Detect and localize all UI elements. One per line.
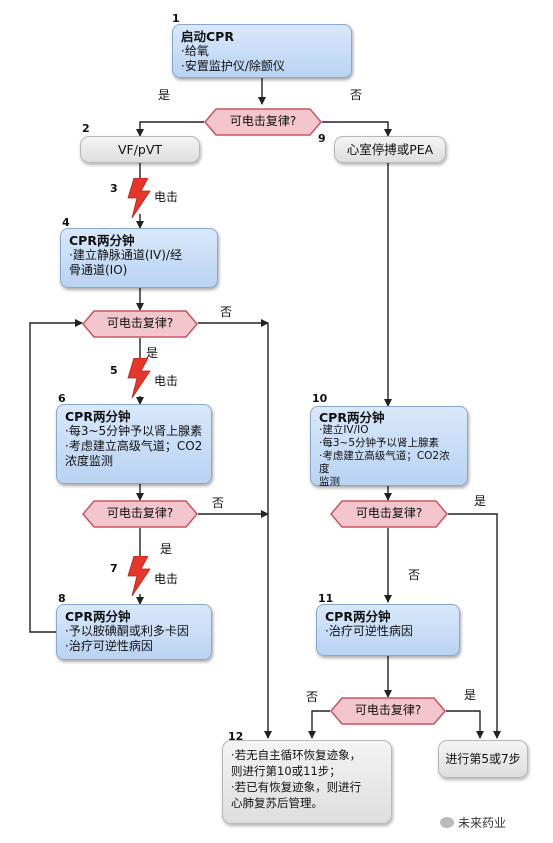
edge-d1-9 (322, 121, 392, 137)
watermark: 未来药业 (440, 814, 506, 831)
decision-label: 可电击复律? (229, 114, 297, 128)
step-10-title: CPR两分钟 (319, 410, 385, 425)
decision-label: 可电击复律? (106, 316, 174, 330)
decision-shockable-5: 可电击复律? (330, 697, 446, 725)
decision-shockable-1: 可电击复律? (204, 108, 322, 136)
decision-label: 可电击复律? (106, 506, 174, 520)
step-1-box: 启动CPR ·给氧 ·安置监护仪/除颤仪 (172, 24, 352, 78)
wechat-icon (440, 817, 454, 828)
step-2-box: VF/pVT (80, 136, 200, 163)
step-8-box: CPR两分钟 ·予以胺碘酮或利多卡因 ·治疗可逆性病因 (56, 604, 212, 660)
step-8-line: ·予以胺碘酮或利多卡因 (65, 624, 189, 638)
no-label: 否 (212, 496, 225, 510)
step-11-line: ·治疗可逆性病因 (325, 624, 413, 638)
step-12-line: ·若无自主循环恢复迹象， (231, 748, 362, 762)
watermark-text: 未来药业 (458, 816, 507, 830)
decision-label: 可电击复律? (355, 506, 423, 520)
step-10-line: ·考虑建立高级气道；CO2浓度 (319, 450, 450, 475)
step-1-line: ·给氧 (181, 44, 209, 58)
step-4-title: CPR两分钟 (69, 233, 135, 248)
step-6-box: CPR两分钟 ·每3~5分钟予以肾上腺素 ·考虑建立高级气道；CO2 浓度监测 (56, 404, 212, 484)
step-4-number: 4 (62, 216, 70, 229)
step-4-line: ·建立静脉通道(IV)/经 (69, 248, 182, 262)
step-1-number: 1 (172, 12, 180, 25)
decision-shockable-2: 可电击复律? (82, 310, 198, 338)
step-10-number: 10 (312, 392, 328, 405)
step-6-line: ·考虑建立高级气道；CO2 (65, 439, 203, 453)
step-6-number: 6 (58, 392, 66, 405)
go-to-step-5-or-7-label: 进行第5或7步 (445, 752, 521, 766)
step-6-title: CPR两分钟 (65, 409, 131, 424)
step-8-line: ·治疗可逆性病因 (65, 639, 153, 653)
edge-d4-yes (448, 513, 501, 739)
step-3-number: 3 (110, 182, 118, 195)
step-8-title: CPR两分钟 (65, 609, 131, 624)
yes-label: 是 (158, 88, 171, 102)
step-4-box: CPR两分钟 ·建立静脉通道(IV)/经 骨通道(IO) (60, 228, 218, 288)
yes-label: 是 (160, 542, 173, 556)
step-2-number: 2 (82, 122, 90, 135)
step-12-box: ·若无自主循环恢复迹象， 则进行第10或11步； ·若已有恢复迹象，则进行 心肺… (222, 740, 392, 824)
step-9-number: 9 (318, 132, 326, 145)
step-8-number: 8 (58, 592, 66, 605)
step-3-label: 电击 (154, 190, 179, 204)
step-10-line: ·建立IV/IO (319, 424, 369, 436)
step-7-number: 7 (110, 562, 118, 575)
step-5-label: 电击 (154, 374, 179, 388)
step-11-number: 11 (318, 592, 334, 605)
decision-label: 可电击复律? (354, 703, 422, 717)
step-11-title: CPR两分钟 (325, 609, 391, 624)
no-label: 否 (350, 88, 363, 102)
yes-label: 是 (464, 688, 477, 702)
step-6-line: ·每3~5分钟予以肾上腺素 (65, 424, 203, 438)
no-label: 否 (408, 568, 421, 582)
step-6-line: 浓度监测 (65, 454, 114, 468)
step-12-line: 则进行第10或11步； (231, 764, 341, 778)
shock-bolt-icon (127, 178, 151, 218)
no-label: 否 (306, 690, 319, 704)
edge-d1-2 (136, 121, 204, 137)
step-9-label: 心室停搏或PEA (346, 142, 434, 157)
step-2-label: VF/pVT (117, 142, 163, 157)
step-7-label: 电击 (154, 572, 179, 586)
shock-bolt-icon (127, 358, 151, 398)
step-9-box: 心室停搏或PEA (334, 136, 446, 163)
step-5-number: 5 (110, 364, 118, 377)
no-label: 否 (220, 305, 233, 319)
decision-shockable-4: 可电击复律? (330, 500, 448, 528)
step-10-line: 监测 (319, 476, 340, 488)
go-to-step-5-or-7-box: 进行第5或7步 (438, 740, 528, 778)
edge-8-loop (29, 319, 83, 633)
step-12-line: ·若已有恢复迹象，则进行 (231, 780, 362, 794)
step-10-line: ·每3~5分钟予以肾上腺素 (319, 437, 439, 449)
shock-bolt-icon (127, 556, 151, 596)
decision-shockable-3: 可电击复律? (82, 500, 198, 528)
yes-label: 是 (146, 346, 159, 360)
edge-d5-no (308, 710, 330, 739)
step-1-title: 启动CPR (181, 29, 234, 44)
step-11-box: CPR两分钟 ·治疗可逆性病因 (316, 604, 460, 656)
edge-d5-yes (446, 710, 484, 739)
step-12-line: 心肺复苏后管理。 (231, 796, 323, 810)
step-10-box: CPR两分钟 ·建立IV/IO ·每3~5分钟予以肾上腺素 ·考虑建立高级气道；… (310, 406, 468, 488)
step-12-number: 12 (228, 730, 244, 743)
step-4-line: 骨通道(IO) (69, 263, 128, 277)
yes-label: 是 (474, 494, 487, 508)
step-1-line: ·安置监护仪/除颤仪 (181, 59, 285, 73)
